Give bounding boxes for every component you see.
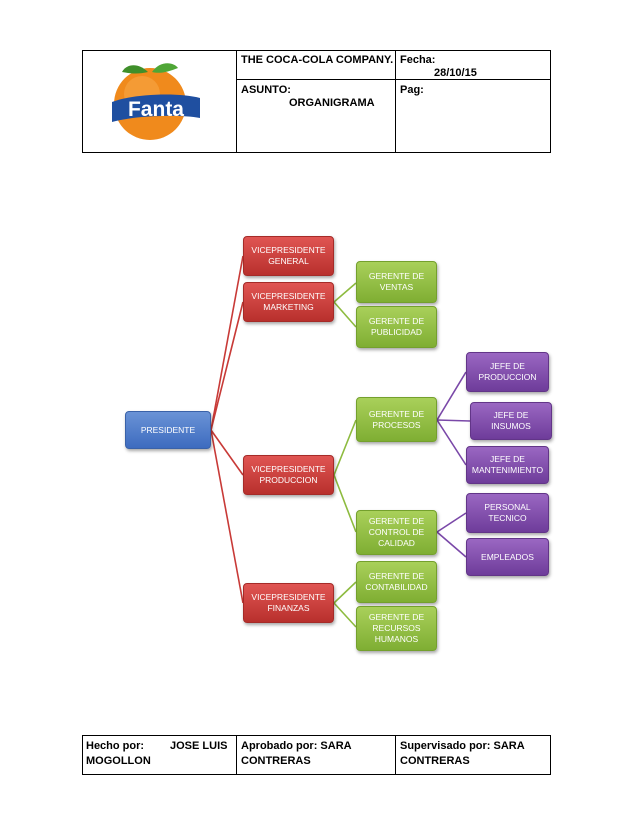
connector <box>436 531 467 558</box>
footer-divider <box>236 735 237 775</box>
node-vp-produccion: VICEPRESIDENTE PRODUCCION <box>243 455 334 495</box>
header-divider <box>395 50 396 153</box>
header-divider <box>236 50 237 153</box>
hecho-name-last: MOGOLLON <box>86 755 151 767</box>
supervisado-line-1: Supervisado por: SARA <box>400 740 525 752</box>
connector <box>436 419 471 422</box>
node-jefe-produccion: JEFE DE PRODUCCION <box>466 352 549 392</box>
connector <box>436 419 467 466</box>
fanta-logo: Fanta <box>108 58 204 144</box>
header-table <box>82 50 551 153</box>
node-vp-finanzas: VICEPRESIDENTE FINANZAS <box>243 583 334 623</box>
node-vp-marketing: VICEPRESIDENTE MARKETING <box>243 282 334 322</box>
node-vp-general: VICEPRESIDENTE GENERAL <box>243 236 334 276</box>
hecho-name-first: JOSE LUIS <box>170 740 228 752</box>
node-jefe-insumos: JEFE DE INSUMOS <box>470 402 552 440</box>
fecha-value: 28/10/15 <box>434 67 477 79</box>
aprobado-line-1: Aprobado por: SARA <box>241 740 352 752</box>
asunto-label: ASUNTO: <box>241 84 291 96</box>
connector <box>436 512 467 533</box>
node-gerente-control-calidad: GERENTE DE CONTROL DE CALIDAD <box>356 510 437 555</box>
node-empleados: EMPLEADOS <box>466 538 549 576</box>
connector <box>210 429 244 476</box>
fecha-label: Fecha: <box>400 54 436 66</box>
node-jefe-mantenimiento: JEFE DE MANTENIMIENTO <box>466 446 549 484</box>
connector <box>333 474 357 533</box>
footer-table <box>82 735 551 775</box>
connector <box>333 602 357 628</box>
header-divider <box>236 79 551 80</box>
node-gerente-recursos-humanos: GERENTE DE RECURSOS HUMANOS <box>356 606 437 651</box>
supervisado-line-2: CONTRERAS <box>400 755 470 767</box>
fanta-logo-text: Fanta <box>128 98 184 121</box>
asunto-value: ORGANIGRAMA <box>289 97 375 109</box>
footer-divider <box>395 735 396 775</box>
connector <box>210 255 244 431</box>
hecho-label: Hecho por: <box>86 740 145 752</box>
node-gerente-procesos: GERENTE DE PROCESOS <box>356 397 437 442</box>
connector <box>436 371 467 421</box>
node-presidente: PRESIDENTE <box>125 411 211 449</box>
connector <box>333 301 357 328</box>
node-gerente-ventas: GERENTE DE VENTAS <box>356 261 437 303</box>
connector <box>333 282 357 303</box>
connector <box>210 301 244 431</box>
connector <box>333 419 357 476</box>
company-name: THE COCA-COLA COMPANY. <box>241 54 394 66</box>
connector <box>210 429 244 604</box>
node-personal-tecnico: PERSONAL TECNICO <box>466 493 549 533</box>
node-gerente-contabilidad: GERENTE DE CONTABILIDAD <box>356 561 437 603</box>
connector <box>333 581 357 604</box>
pag-label: Pag: <box>400 84 424 96</box>
aprobado-line-2: CONTRERAS <box>241 755 311 767</box>
node-gerente-publicidad: GERENTE DE PUBLICIDAD <box>356 306 437 348</box>
